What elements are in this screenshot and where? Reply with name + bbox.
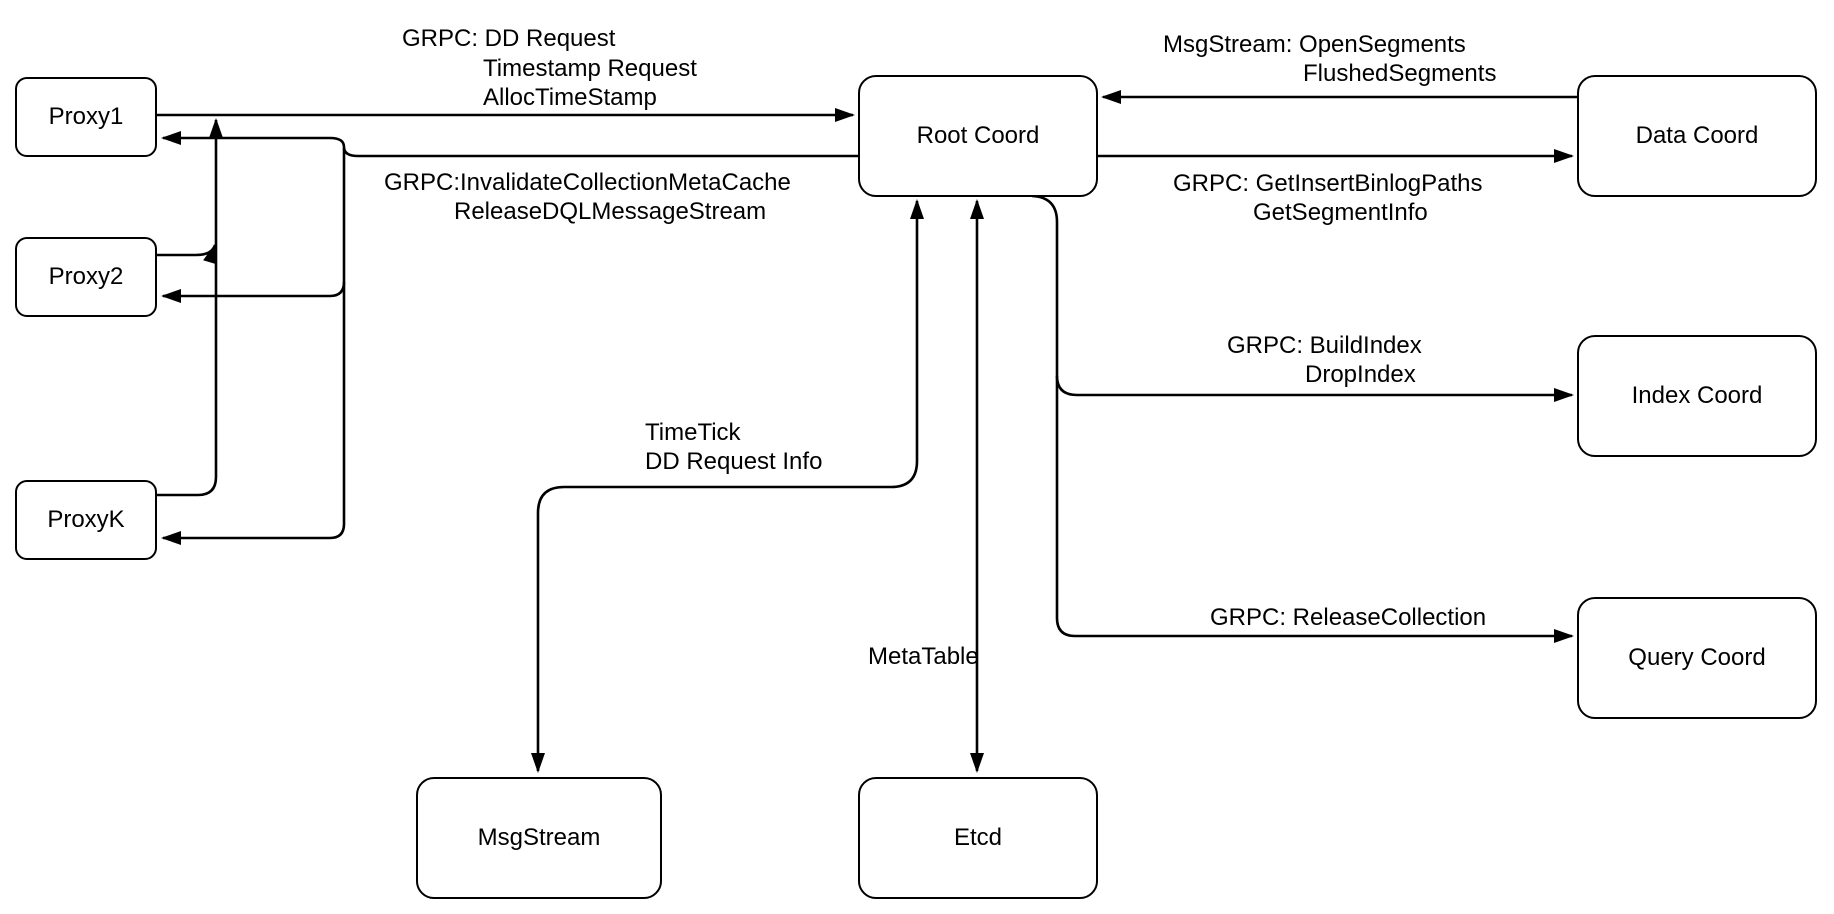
edge-label-proxy-to-root-line3: AllocTimeStamp [483, 84, 657, 111]
edge-rootcoord-to-indexcoord [1055, 375, 1574, 402]
edge-label-root-to-msgstream-line2: DD Request Info [645, 448, 823, 475]
edge-label-root-to-index-line1: GRPC: BuildIndex [1227, 332, 1422, 359]
edge-label-root-to-query-line1: GRPC: ReleaseCollection [1210, 604, 1487, 631]
edge-proxy2-output [157, 243, 217, 265]
edge-label-proxy-to-root-line1: GRPC: DD Request [402, 25, 616, 52]
node-index-coord: Index Coord [1577, 335, 1817, 457]
edge-label-root-to-etcd-line1: MetaTable [868, 643, 979, 670]
node-etcd: Etcd [858, 777, 1098, 899]
edge-proxyk-riser [157, 118, 223, 497]
edge-rootcoord-to-proxy1 [161, 131, 858, 158]
node-data-coord-label: Data Coord [1635, 122, 1759, 149]
edge-rootcoord-msgstream [531, 199, 924, 773]
edge-label-root-to-proxies-line1: GRPC:InvalidateCollectionMetaCache [384, 169, 791, 196]
node-etcd-label: Etcd [953, 824, 1003, 851]
edge-label-proxy-to-root-line2: Timestamp Request [483, 55, 697, 82]
edge-label-data-to-root-line2: FlushedSegments [1303, 60, 1497, 87]
node-proxy1: Proxy1 [15, 77, 157, 157]
node-proxy1-label: Proxy1 [48, 103, 124, 130]
node-proxy2: Proxy2 [15, 237, 157, 317]
edge-label-root-to-data-line2: GetSegmentInfo [1253, 199, 1428, 226]
node-data-coord: Data Coord [1577, 75, 1817, 197]
node-msgstream-label: MsgStream [477, 824, 601, 851]
node-root-coord-label: Root Coord [916, 122, 1040, 149]
edge-rootcoord-to-querycoord [1031, 194, 1574, 643]
node-root-coord: Root Coord [858, 75, 1098, 197]
edge-rootcoord-to-proxy2 [161, 281, 346, 303]
edge-label-root-to-data-line1: GRPC: GetInsertBinlogPaths [1173, 170, 1483, 197]
node-proxy2-label: Proxy2 [48, 263, 124, 290]
node-index-coord-label: Index Coord [1631, 382, 1763, 409]
node-proxyk-label: ProxyK [47, 506, 125, 533]
node-proxyk: ProxyK [15, 480, 157, 560]
node-query-coord: Query Coord [1577, 597, 1817, 719]
edge-label-root-to-proxies-line2: ReleaseDQLMessageStream [454, 198, 767, 225]
edge-label-data-to-root-line1: MsgStream: OpenSegments [1163, 31, 1466, 58]
node-msgstream: MsgStream [416, 777, 662, 899]
edge-label-root-to-msgstream-line1: TimeTick [645, 419, 741, 446]
edge-label-root-to-index-line2: DropIndex [1305, 361, 1416, 388]
edge-rootcoord-to-proxyk [161, 148, 346, 545]
node-query-coord-label: Query Coord [1628, 644, 1766, 671]
